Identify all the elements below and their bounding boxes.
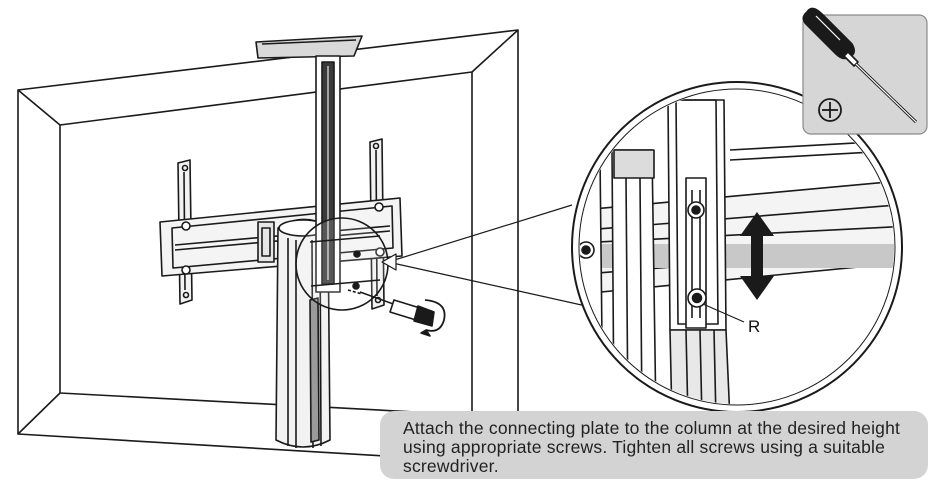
detail-label-r: R	[748, 317, 760, 336]
tool-panel	[802, 7, 928, 135]
magnifier-small	[295, 217, 389, 311]
height-adjust-arrow	[740, 212, 774, 300]
ceiling-extension-pole	[255, 35, 363, 293]
screwdriver-in-use	[347, 289, 446, 337]
phillips-head-symbol	[818, 98, 842, 122]
phillips-screwdriver-icon	[802, 7, 918, 124]
instruction-caption: Attach the connecting plate to the colum…	[380, 411, 928, 479]
zoom-projection-lines	[381, 204, 605, 311]
detail-zoom-contents	[580, 99, 894, 404]
